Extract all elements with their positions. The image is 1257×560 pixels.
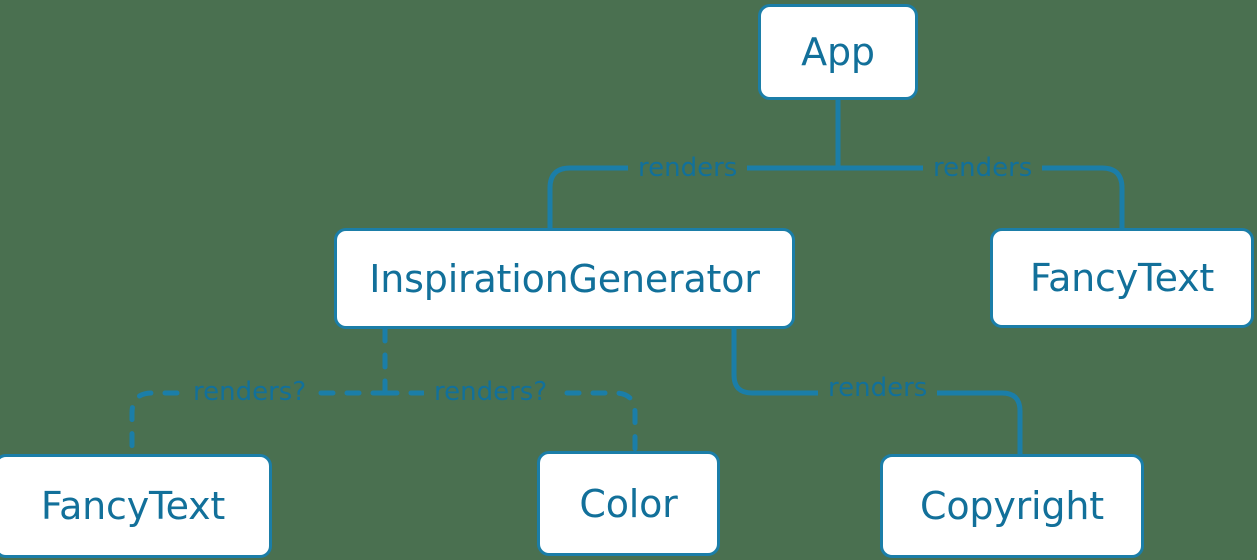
edge-label-inspirationgenerator-to-copyright: renders	[818, 375, 938, 401]
edge-inspirationgenerator-to-color	[382, 390, 638, 454]
edge-label-app-to-fancytext: renders	[923, 155, 1043, 181]
node-fancytext-right[interactable]: FancyText	[990, 228, 1254, 328]
edge-label-app-to-inspirationgenerator: renders	[628, 155, 748, 181]
edge-inspirationgenerator-to-fancytext-bottom	[129, 390, 388, 458]
node-app[interactable]: App	[758, 4, 918, 100]
node-fancytext-bottom[interactable]: FancyText	[0, 454, 272, 558]
node-inspirationgenerator[interactable]: InspirationGenerator	[334, 228, 795, 329]
edge-app-to-fancytext	[835, 165, 1125, 231]
node-fancytext-right-label: FancyText	[1029, 256, 1215, 300]
edge-app-to-inspirationgenerator	[547, 165, 841, 231]
node-inspirationgenerator-label: InspirationGenerator	[369, 256, 760, 301]
node-fancytext-bottom-label: FancyText	[40, 484, 226, 528]
node-color[interactable]: Color	[537, 451, 720, 556]
node-color-label: Color	[579, 481, 678, 526]
node-copyright[interactable]: Copyright	[880, 454, 1144, 558]
edge-label-inspirationgenerator-to-fancytext-bottom: renders?	[183, 379, 317, 405]
edge-label-inspirationgenerator-to-color: renders?	[424, 379, 558, 405]
node-copyright-label: Copyright	[920, 484, 1104, 528]
node-app-label: App	[801, 30, 875, 74]
